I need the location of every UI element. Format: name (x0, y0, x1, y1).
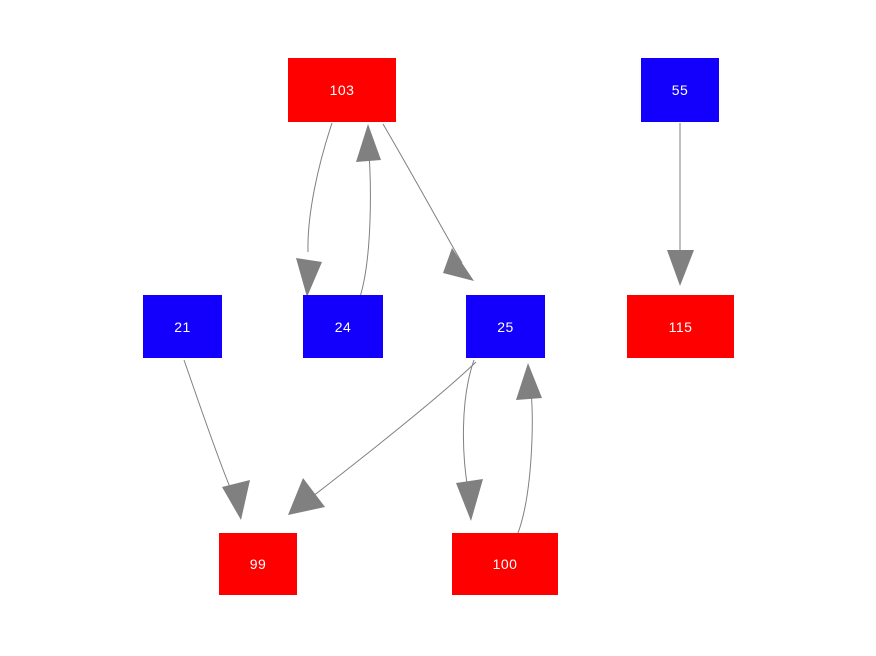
graph-node-label: 99 (249, 556, 267, 572)
arrowhead-icon (296, 258, 322, 297)
graph-node-55[interactable]: 55 (641, 58, 719, 122)
graph-node-label: 115 (668, 318, 693, 335)
arrowhead-icon (288, 478, 325, 515)
graph-edge-55-to-115 (667, 123, 694, 286)
edge-line (307, 122, 333, 253)
graph-node-label: 21 (174, 318, 191, 335)
arrowhead-icon (667, 250, 694, 286)
arrowhead-icon (516, 363, 542, 400)
graph-edge-24-to-103 (356, 124, 381, 298)
arrowhead-icon (456, 479, 483, 521)
arrowhead-icon (222, 480, 250, 520)
graph-node-label: 55 (671, 82, 689, 98)
graph-node-label: 103 (329, 82, 355, 98)
edge-line (462, 359, 475, 491)
graph-node-24[interactable]: 24 (303, 295, 383, 358)
edge-line (307, 361, 477, 501)
arrowhead-icon (356, 124, 381, 162)
arrowhead-icon (443, 248, 474, 281)
graph-edge-25-to-99 (288, 361, 477, 515)
graph-node-label: 24 (334, 318, 352, 335)
graph-node-115[interactable]: 115 (627, 295, 734, 358)
graph-node-99[interactable]: 99 (219, 533, 297, 595)
graph-node-21[interactable]: 21 (143, 295, 222, 358)
graph-edge-21-to-99 (183, 359, 250, 520)
graph-edge-100-to-25 (516, 363, 542, 534)
graph-edge-103-to-25 (382, 123, 474, 281)
graph-node-label: 100 (492, 556, 518, 572)
edge-line (382, 123, 463, 264)
graph-edge-25-to-100 (456, 359, 483, 521)
edge-line (183, 359, 233, 493)
graph-node-103[interactable]: 103 (288, 58, 396, 122)
edge-line (359, 139, 371, 298)
graph-edge-103-to-24 (296, 122, 333, 297)
graph-node-label: 25 (497, 318, 514, 335)
edge-line (517, 389, 533, 534)
graph-node-25[interactable]: 25 (466, 295, 545, 358)
graph-node-100[interactable]: 100 (452, 533, 558, 595)
